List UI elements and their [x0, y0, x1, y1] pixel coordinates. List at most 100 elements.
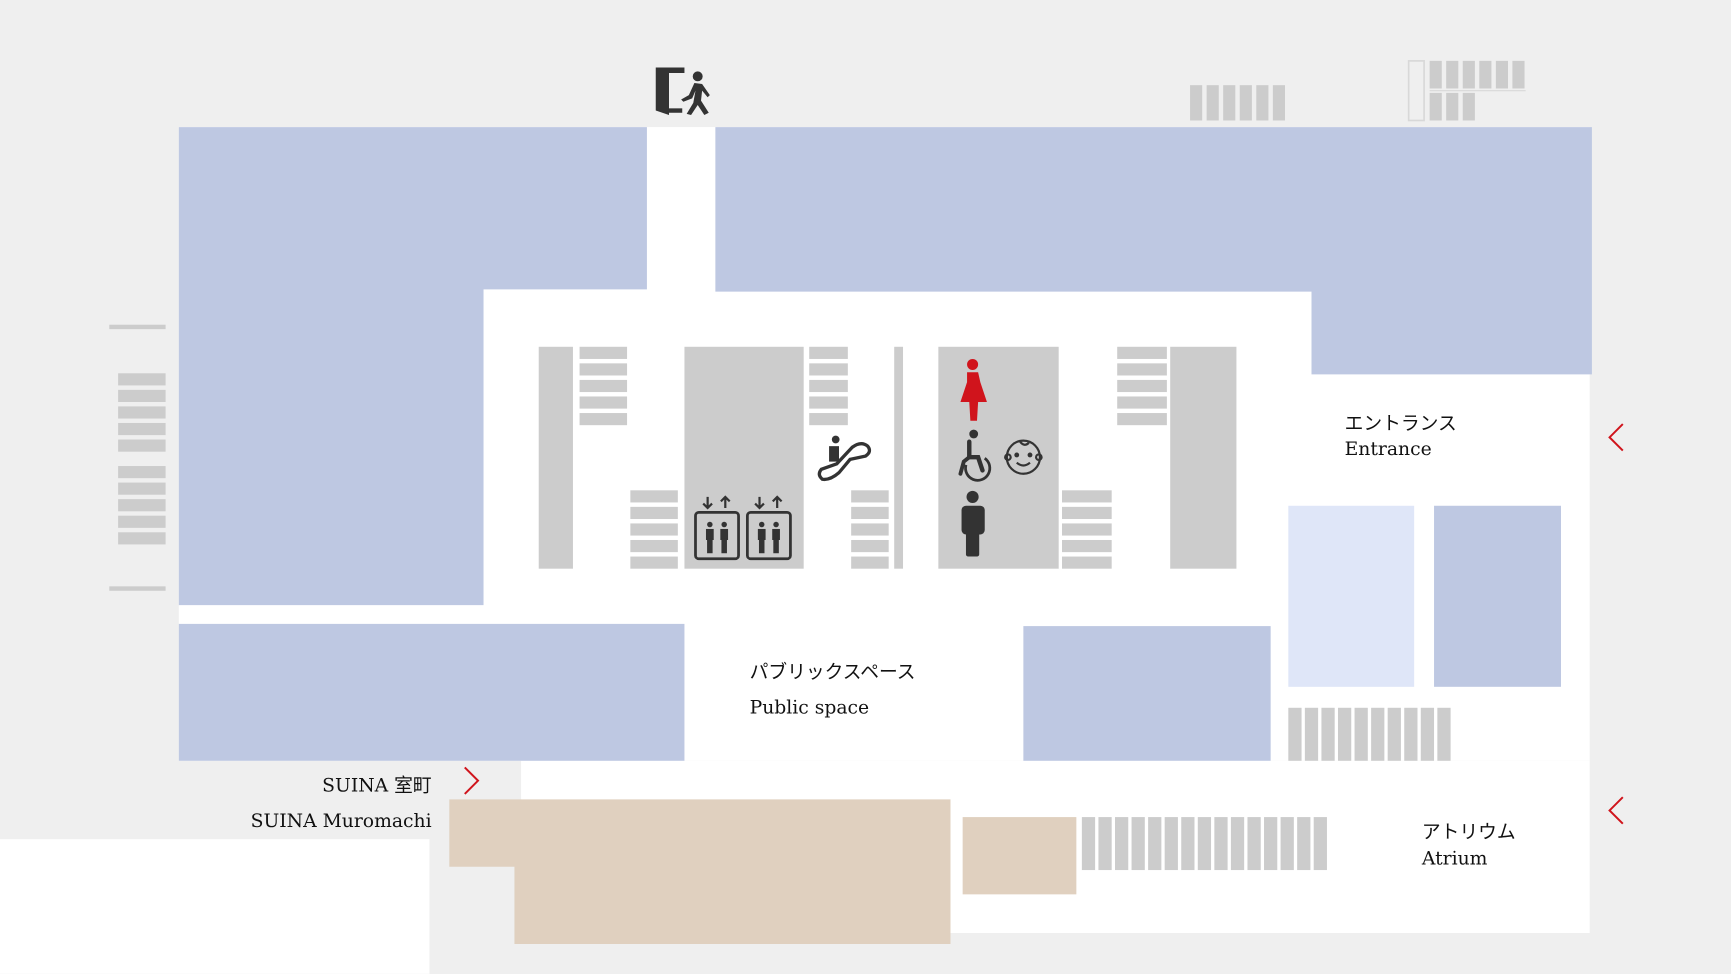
stair-step	[1479, 60, 1492, 89]
stair-step	[809, 379, 848, 393]
outside-area	[0, 839, 430, 974]
stair-step	[851, 506, 889, 520]
stair-step	[809, 413, 848, 426]
stair-step	[809, 396, 848, 409]
stair-step	[118, 466, 166, 479]
entrance-arrow-icon[interactable]	[1608, 423, 1624, 452]
stair-step	[1117, 346, 1167, 359]
restroom-area[interactable]	[938, 346, 1059, 569]
stair-step	[1264, 817, 1278, 871]
tenant-southwest[interactable]	[178, 623, 685, 761]
escalator-icon	[817, 435, 872, 482]
stair-step	[1321, 707, 1335, 761]
core-thin-wall	[894, 346, 904, 569]
elevator-icon	[694, 495, 740, 561]
suina-label-en: SUINA Muromachi	[251, 811, 432, 832]
stair-step	[1462, 92, 1475, 121]
stair-step	[1081, 817, 1096, 871]
stair-step	[1181, 817, 1195, 871]
stair-step	[630, 556, 678, 569]
stair-step	[1117, 396, 1167, 409]
stair-step	[1117, 379, 1167, 393]
stair-step	[1371, 707, 1385, 761]
stair-step	[118, 532, 166, 545]
stair-step	[630, 506, 678, 520]
suina-building-area[interactable]	[449, 799, 951, 945]
tenant-northwest[interactable]	[178, 127, 647, 606]
stair-step	[809, 346, 848, 359]
stair-step	[118, 406, 166, 419]
stair-step	[1337, 707, 1352, 761]
stair-step	[1214, 817, 1228, 871]
stair-step	[118, 439, 166, 452]
stair-step	[851, 523, 889, 536]
mens-restroom-icon	[961, 490, 985, 557]
stair-step	[118, 482, 166, 495]
stair-step	[1429, 92, 1442, 121]
stair-step	[1230, 817, 1245, 871]
stair-step	[1313, 817, 1327, 871]
stair-step	[630, 490, 678, 503]
stair-step	[851, 539, 889, 553]
stair-step	[809, 363, 848, 376]
stair-step	[1223, 85, 1236, 121]
womens-restroom-icon	[960, 358, 987, 421]
stair-step	[1437, 707, 1451, 761]
stair-step	[1148, 817, 1162, 871]
stair-step	[1304, 707, 1319, 761]
tenant-north[interactable]	[715, 127, 1592, 375]
stair-step	[1062, 539, 1112, 553]
stair-step	[1117, 413, 1167, 426]
tenant-south[interactable]	[1023, 626, 1271, 761]
elevator-icon	[745, 495, 792, 561]
stair-step	[118, 389, 166, 402]
stairs	[118, 60, 1525, 871]
stair-step	[579, 379, 628, 393]
stair-step	[1114, 817, 1129, 871]
stair-step	[630, 523, 678, 536]
stair-step	[851, 556, 889, 569]
top-outline	[1407, 60, 1425, 122]
stair-step	[1098, 817, 1112, 871]
stair-step	[579, 413, 628, 426]
stair-step	[1297, 817, 1311, 871]
stair-step	[1280, 817, 1294, 871]
stair-step	[1206, 85, 1219, 121]
accessible-restroom-icon	[958, 429, 992, 482]
stair-step	[1512, 60, 1525, 89]
atrium-arrow-icon[interactable]	[1608, 796, 1624, 825]
stair-step	[1446, 60, 1459, 89]
stair-step	[1062, 523, 1112, 536]
stair-step	[1062, 556, 1112, 569]
tenant-entrance-light[interactable]	[1288, 505, 1415, 687]
public-space-label-ja: パブリックスペース	[750, 660, 916, 683]
suina-arrow-icon[interactable]	[464, 766, 480, 795]
stair-step	[579, 396, 628, 409]
atrium-label-en: Atrium	[1421, 849, 1488, 870]
stair-step	[579, 363, 628, 376]
public-space-label-en: Public space	[750, 697, 870, 718]
stair-step	[1247, 817, 1261, 871]
stair-step	[1495, 60, 1509, 89]
side-line	[109, 586, 166, 591]
core-block-east	[1170, 346, 1237, 569]
stair-step	[630, 539, 678, 553]
tenant-areas	[178, 127, 1592, 761]
stair-step	[118, 373, 166, 386]
stair-step	[1164, 817, 1178, 871]
stair-step	[118, 499, 166, 512]
stair-step	[1404, 707, 1418, 761]
stair-step	[1190, 85, 1203, 121]
baby-care-icon	[1004, 439, 1043, 475]
stair-step	[1446, 92, 1459, 121]
stair-step	[118, 422, 166, 436]
stair-step	[1288, 707, 1302, 761]
tenant-entrance[interactable]	[1434, 505, 1561, 687]
stair-step	[1062, 506, 1112, 520]
elevator-hall[interactable]	[684, 346, 804, 569]
stair-step	[1272, 85, 1286, 121]
stair-step	[851, 490, 889, 503]
stair-step	[118, 515, 166, 528]
atrium-block	[962, 817, 1077, 895]
